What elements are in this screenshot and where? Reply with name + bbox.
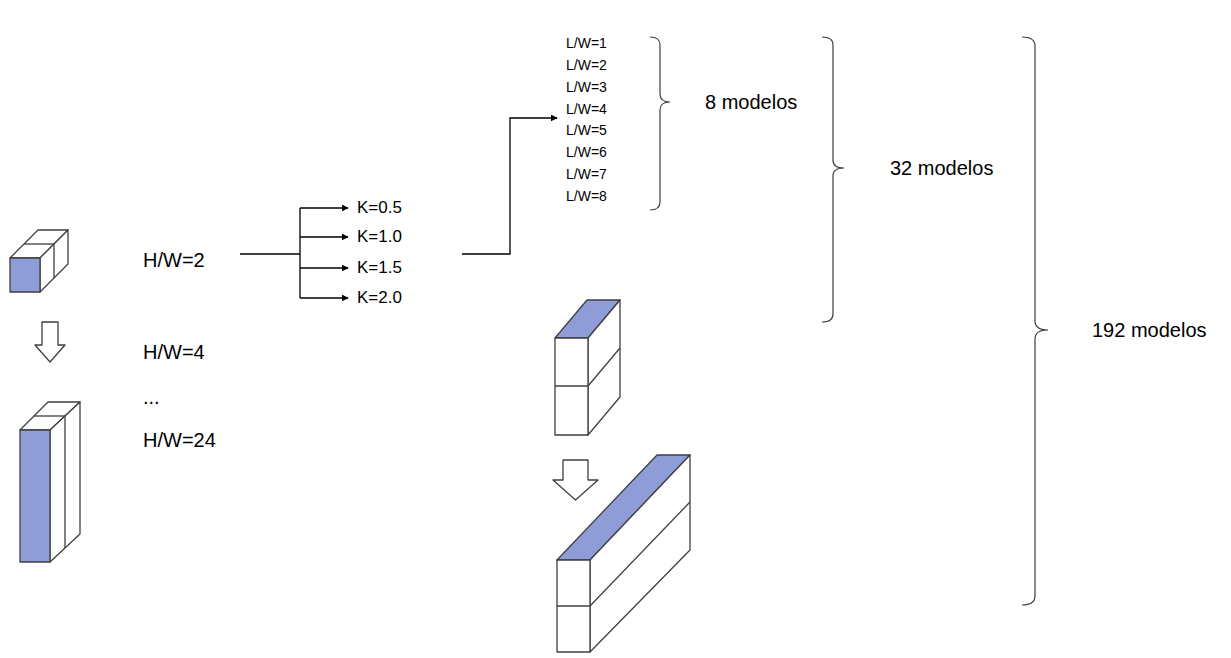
ratio-label: L/W=4 — [566, 102, 607, 117]
small-block — [10, 230, 68, 292]
curly-bracket — [822, 37, 844, 322]
ratio-label: H/W=24 — [143, 429, 216, 451]
ellipsis: ... — [143, 386, 160, 408]
parameter-label: K=2.0 — [357, 289, 402, 308]
ratio-label: L/W=7 — [566, 167, 607, 182]
ratio-label: L/W=2 — [566, 58, 607, 73]
down-arrow — [553, 460, 598, 500]
ratio-label: L/W=5 — [566, 123, 607, 138]
ratio-label: L/W=1 — [566, 36, 607, 51]
curly-bracket — [650, 37, 670, 210]
ratio-label: H/W=4 — [143, 341, 205, 363]
parameter-label: K=0.5 — [357, 199, 402, 218]
down-arrow — [35, 322, 65, 362]
tall-block — [20, 402, 80, 562]
ratio-label: L/W=8 — [566, 189, 607, 204]
long-block — [557, 455, 690, 652]
count-label: 32 modelos — [890, 157, 993, 179]
parameter-label: K=1.0 — [357, 228, 402, 247]
stacked-block — [555, 300, 620, 435]
ratio-label: L/W=3 — [566, 80, 607, 95]
branch-arrows — [240, 118, 557, 298]
ratio-label: H/W=2 — [143, 249, 205, 271]
count-label: 192 modelos — [1092, 319, 1207, 341]
ratio-label: L/W=6 — [566, 145, 607, 160]
curly-bracket — [1022, 37, 1048, 605]
count-label: 8 modelos — [705, 91, 797, 113]
parameter-label: K=1.5 — [357, 259, 402, 278]
